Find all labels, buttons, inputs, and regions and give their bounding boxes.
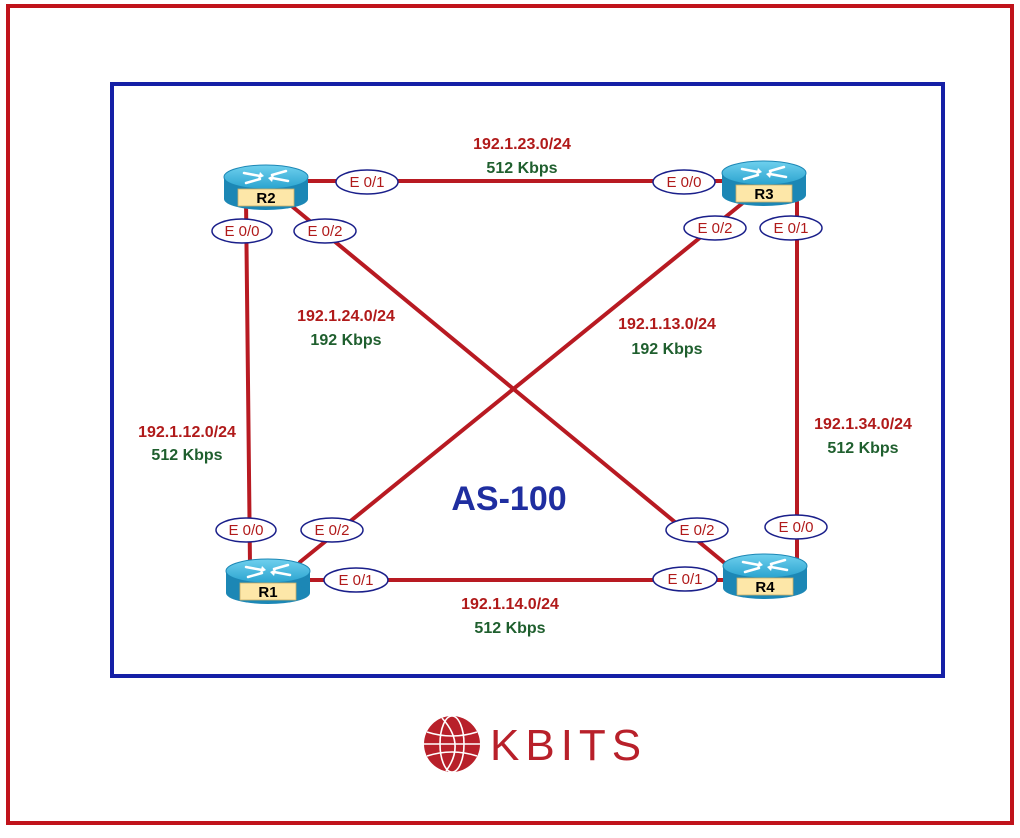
iface-r3-e00: E 0/0	[652, 169, 716, 195]
bandwidth-r3-r4: 512 Kbps	[827, 440, 898, 457]
router-r1[interactable]: R1	[224, 557, 312, 606]
network-r1-r4: 192.1.14.0/24	[461, 596, 559, 613]
brand-name: KBITS	[490, 721, 647, 770]
svg-text:E 0/1: E 0/1	[773, 220, 808, 237]
router-r1-label: R1	[258, 584, 277, 601]
network-r2-r3: 192.1.23.0/24	[473, 136, 571, 153]
iface-r1-e01: E 0/1	[323, 567, 389, 593]
iface-r4-e00: E 0/0	[764, 514, 828, 540]
bandwidth-r2-r3: 512 Kbps	[486, 160, 557, 177]
iface-r1-e02: E 0/2	[300, 517, 364, 543]
router-r3[interactable]: R3	[720, 159, 808, 208]
router-r4-label: R4	[755, 579, 775, 596]
router-r2[interactable]: R2	[222, 163, 310, 212]
svg-text:E 0/2: E 0/2	[679, 522, 714, 539]
network-r1-r3: 192.1.13.0/24	[618, 316, 716, 333]
router-r2-label: R2	[256, 190, 275, 207]
svg-text:E 0/2: E 0/2	[314, 522, 349, 539]
globe-icon	[424, 715, 480, 773]
svg-text:E 0/2: E 0/2	[307, 223, 342, 240]
network-r1-r2: 192.1.12.0/24	[138, 424, 236, 441]
iface-r1-e00: E 0/0	[215, 517, 277, 543]
svg-text:E 0/0: E 0/0	[228, 522, 263, 539]
bandwidth-r1-r3: 192 Kbps	[631, 341, 702, 358]
outer-border	[6, 4, 1014, 825]
svg-text:E 0/0: E 0/0	[778, 519, 813, 536]
svg-text:E 0/1: E 0/1	[667, 571, 702, 588]
svg-text:E 0/0: E 0/0	[666, 174, 701, 191]
iface-r3-e01: E 0/1	[759, 215, 823, 241]
svg-text:E 0/1: E 0/1	[338, 572, 373, 589]
link-r1-r3	[298, 200, 746, 564]
svg-text:E 0/1: E 0/1	[349, 174, 384, 191]
iface-r3-e02: E 0/2	[683, 215, 747, 241]
brand-logo: KBITS	[424, 715, 647, 773]
as-boundary	[110, 82, 945, 678]
bandwidth-r1-r4: 512 Kbps	[474, 620, 545, 637]
link-r1-r2	[244, 198, 252, 567]
svg-text:E 0/0: E 0/0	[224, 223, 259, 240]
link-r2-r4	[286, 201, 729, 567]
bandwidth-r2-r4: 192 Kbps	[310, 332, 381, 349]
bandwidth-r1-r2: 512 Kbps	[151, 447, 222, 464]
iface-r4-e02: E 0/2	[665, 517, 729, 543]
network-r2-r4: 192.1.24.0/24	[297, 308, 395, 325]
as-label: AS-100	[451, 480, 566, 518]
iface-r2-e01: E 0/1	[335, 169, 399, 195]
network-r3-r4: 192.1.34.0/24	[814, 416, 912, 433]
interface-badges: E 0/1 E 0/0 E 0/0 E 0/2 E 0/2 E 0/1 E 0/…	[211, 169, 828, 593]
iface-r2-e02: E 0/2	[293, 218, 357, 244]
iface-r2-e00: E 0/0	[211, 218, 273, 244]
router-r3-label: R3	[754, 186, 773, 203]
svg-text:E 0/2: E 0/2	[697, 220, 732, 237]
iface-r4-e01: E 0/1	[652, 566, 718, 592]
router-r4[interactable]: R4	[721, 552, 809, 601]
